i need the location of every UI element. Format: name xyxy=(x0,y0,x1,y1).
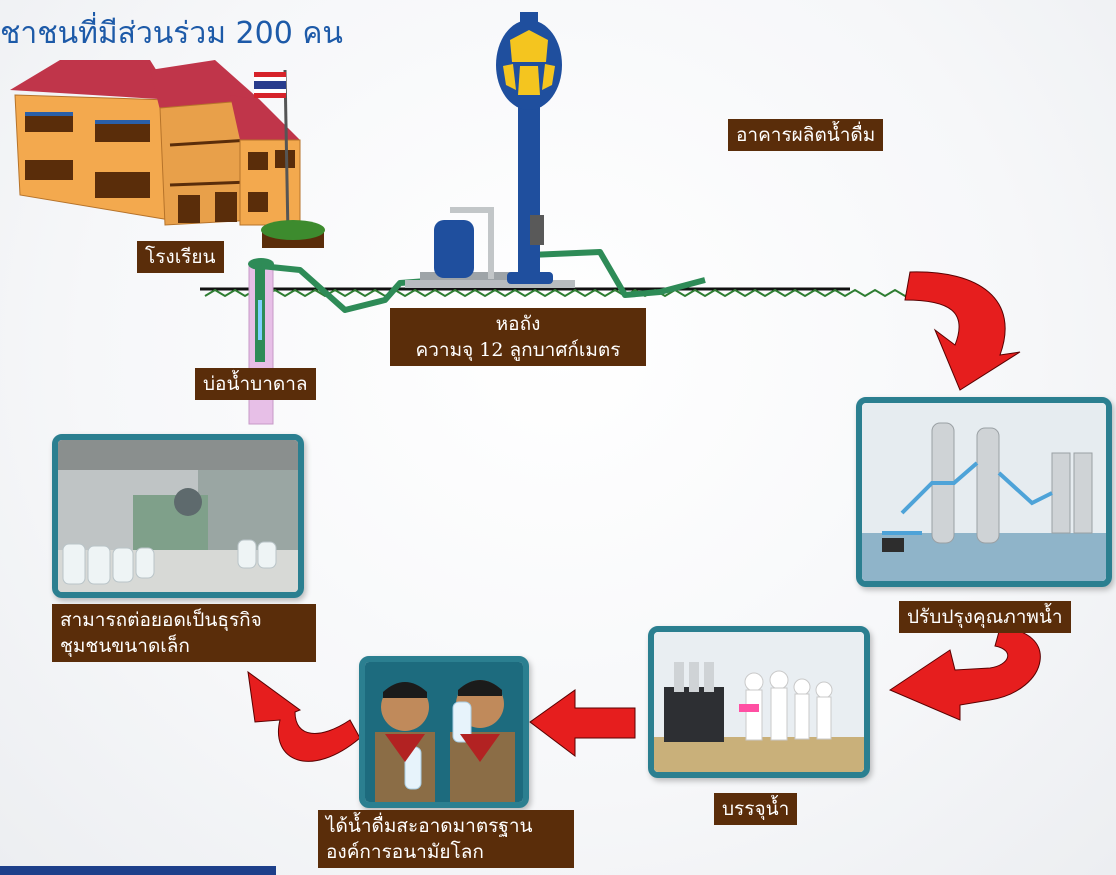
students-photo xyxy=(359,656,529,808)
school-illustration xyxy=(10,60,325,248)
warehouse-photo xyxy=(52,434,304,598)
flow-arrows xyxy=(247,271,1041,762)
standard-label-line1: ได้น้ำดื่มสะอาดมาตรฐาน xyxy=(326,815,533,837)
standard-label: ได้น้ำดื่มสะอาดมาตรฐาน องค์การอนามัยโลก xyxy=(318,810,574,868)
bottling-photo xyxy=(648,626,870,778)
tower-label-line2: ความจุ 12 ลูกบาศก์เมตร xyxy=(415,339,621,361)
arrow-to-business xyxy=(247,670,361,762)
water-tower xyxy=(496,12,562,284)
bottom-bar xyxy=(0,866,276,875)
business-label-line2: ชุมชนขนาดเล็ก xyxy=(60,635,190,657)
tower-label-line1: หอถัง xyxy=(495,313,541,335)
bottling-label: บรรจุน้ำ xyxy=(714,793,798,825)
arrow-to-bottling xyxy=(888,627,1041,721)
business-label-line1: สามารถต่อยอดเป็นธุรกิจ xyxy=(60,609,262,631)
pump-tank xyxy=(405,207,575,288)
school-label: โรงเรียน xyxy=(137,241,224,273)
improve-label: ปรับปรุงคุณภาพน้ำ xyxy=(899,601,1071,633)
arrow-to-treatment xyxy=(904,271,1021,391)
page-title: ชาชนที่มีส่วนร่วม 200 คน xyxy=(0,16,343,51)
tower-label: หอถัง ความจุ 12 ลูกบาศก์เมตร xyxy=(390,308,646,366)
standard-label-line2: องค์การอนามัยโลก xyxy=(326,841,484,863)
building-label: อาคารผลิตน้ำดื่ม xyxy=(728,119,884,151)
treatment-photo xyxy=(856,397,1112,587)
business-label: สามารถต่อยอดเป็นธุรกิจ ชุมชนขนาดเล็ก xyxy=(52,604,316,662)
output-pipe xyxy=(529,249,706,298)
arrow-to-drink xyxy=(529,689,636,758)
ground-line xyxy=(200,287,966,298)
well-label: บ่อน้ำบาดาล xyxy=(195,368,316,400)
